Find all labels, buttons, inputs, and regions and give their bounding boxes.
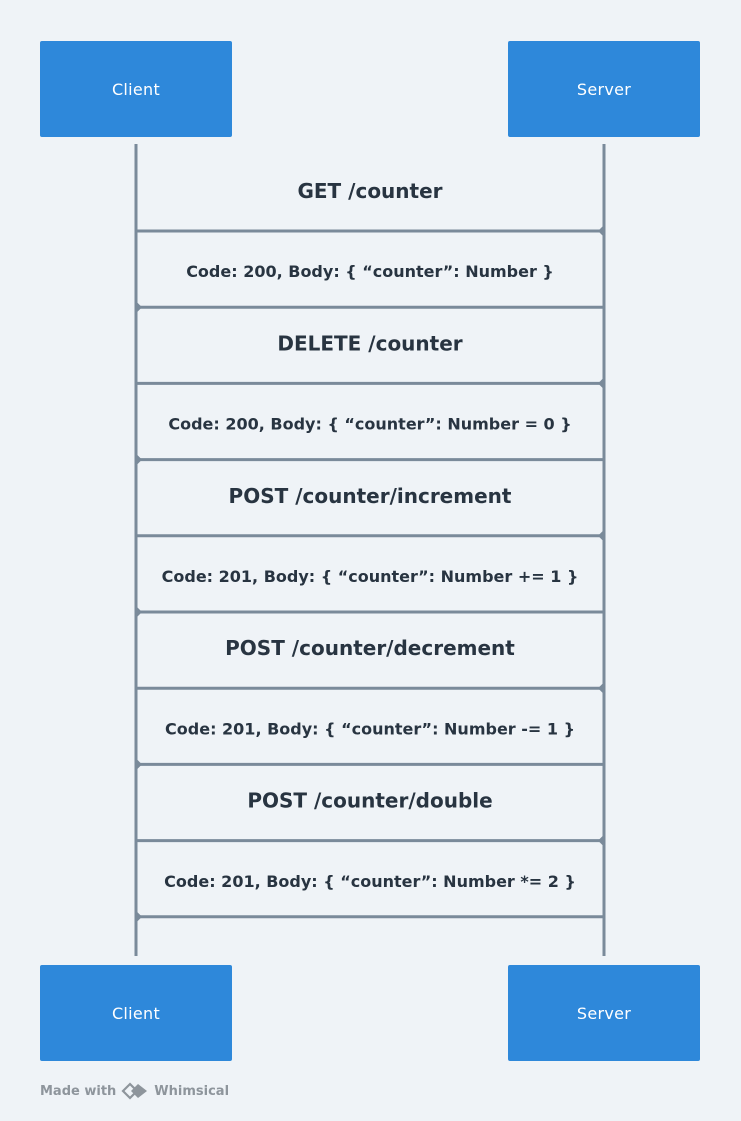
message-3: DELETE /counter <box>136 331 604 390</box>
message-arrowhead <box>598 529 604 542</box>
message-label: POST /counter/decrement <box>225 636 515 660</box>
message-arrowhead <box>598 225 604 237</box>
message-6: Code: 201, Body: { “counter”: Number += … <box>136 567 604 618</box>
message-2: Code: 200, Body: { “counter”: Number } <box>136 262 604 314</box>
message-arrowhead <box>136 453 142 466</box>
message-arrowhead <box>136 606 142 618</box>
message-label: POST /counter/double <box>247 789 492 813</box>
message-4: Code: 200, Body: { “counter”: Number = 0… <box>136 415 604 466</box>
message-5: POST /counter/increment <box>136 484 604 542</box>
message-7: POST /counter/decrement <box>136 636 604 695</box>
message-arrowhead <box>598 682 604 695</box>
whimsical-brand-label: Whimsical <box>154 1083 230 1099</box>
message-arrowhead <box>598 834 604 847</box>
message-label: Code: 201, Body: { “counter”: Number *= … <box>164 872 576 891</box>
message-arrowhead <box>136 301 142 314</box>
message-label: Code: 201, Body: { “counter”: Number -= … <box>165 719 575 738</box>
actor-client-top: Client <box>40 41 232 137</box>
whimsical-logo-icon <box>121 1081 149 1101</box>
made-with-label: Made with <box>40 1083 117 1099</box>
message-arrowhead <box>136 758 142 771</box>
actor-server-bottom: Server <box>508 965 700 1061</box>
message-label: POST /counter/increment <box>229 484 512 508</box>
message-9: POST /counter/double <box>136 789 604 847</box>
message-label: Code: 200, Body: { “counter”: Number = 0… <box>168 415 571 434</box>
actor-client-bottom: Client <box>40 965 232 1061</box>
message-arrowhead <box>598 377 604 390</box>
message-label: Code: 201, Body: { “counter”: Number += … <box>162 567 579 586</box>
message-label: Code: 200, Body: { “counter”: Number } <box>186 262 554 281</box>
message-arrowhead <box>136 910 142 923</box>
message-label: GET /counter <box>297 179 442 203</box>
message-10: Code: 201, Body: { “counter”: Number *= … <box>136 872 604 923</box>
message-1: GET /counter <box>136 179 604 237</box>
message-label: DELETE /counter <box>277 331 462 355</box>
actor-server-top: Server <box>508 41 700 137</box>
message-8: Code: 201, Body: { “counter”: Number -= … <box>136 719 604 771</box>
made-with-whimsical[interactable]: Made with Whimsical <box>40 1080 229 1102</box>
